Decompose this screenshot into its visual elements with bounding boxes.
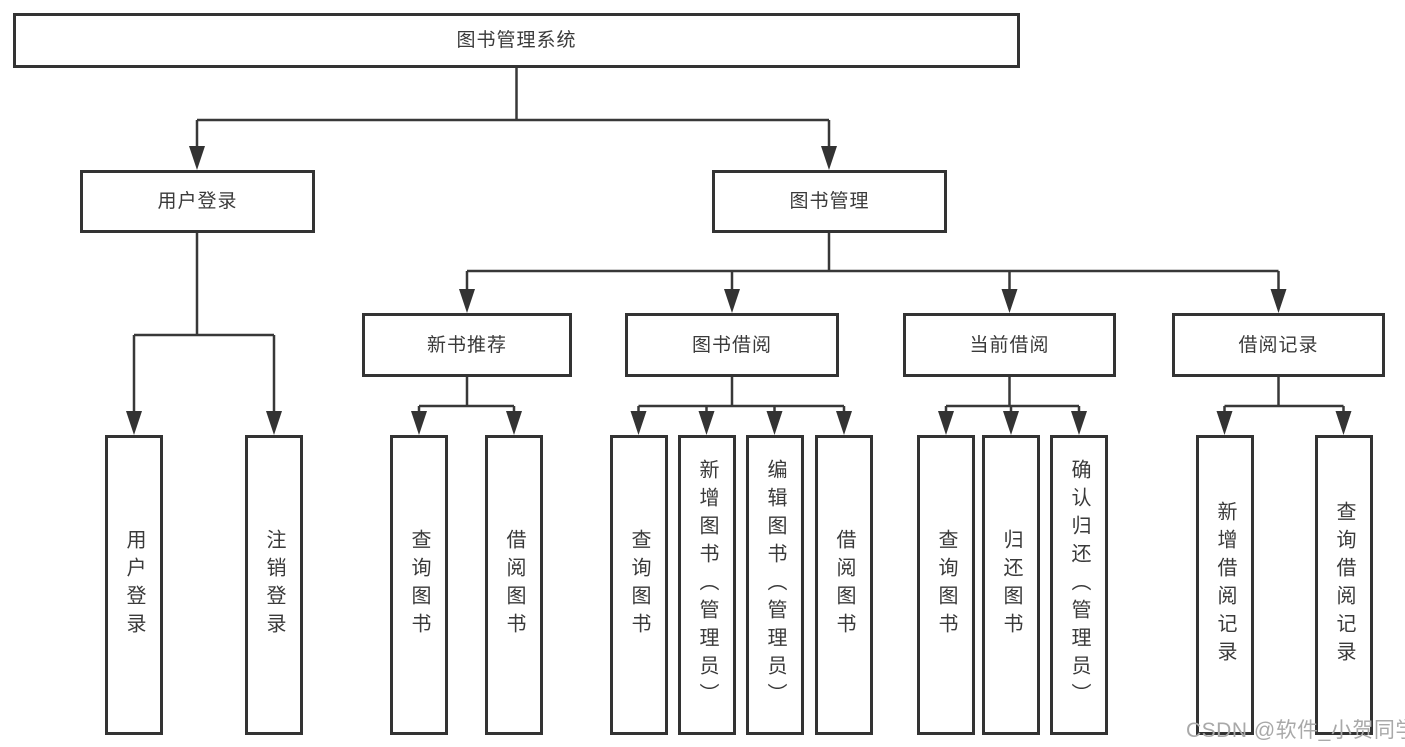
node-root-library-system: 图书管理系统 [13,13,1020,68]
connector-book-mgmt-children [459,233,1287,313]
arrowhead [411,411,522,435]
csdn-watermark: CSDN @软件_小贺同学 [1186,719,1405,742]
leaf-user-login: 用户登录 [105,435,163,735]
leaf-add-borrow-record: 新增借阅记录 [1196,435,1254,735]
leaf-add-books-admin: 新增图书（管理员） [678,435,736,735]
node-user-login: 用户登录 [80,170,315,233]
connector-root-to-level2 [189,68,837,170]
arrowhead [1216,411,1352,435]
leaf-logout: 注销登录 [245,435,303,735]
connector-current-borrow-children [938,377,1087,435]
node-book-management: 图书管理 [712,170,947,233]
leaf-return-books: 归还图书 [982,435,1040,735]
arrowhead [126,411,282,435]
leaf-current-query-books: 查询图书 [917,435,975,735]
arrowhead [459,289,1287,313]
arrowhead [938,411,1087,435]
leaf-borrow-books: 借阅图书 [815,435,873,735]
connector-borrow-record-children [1216,377,1352,435]
arrowhead [630,411,852,435]
node-new-book-recommend: 新书推荐 [362,313,572,377]
leaf-edit-books-admin: 编辑图书（管理员） [746,435,804,735]
leaf-borrow-query-books: 查询图书 [610,435,668,735]
connector-book-borrow-children [630,377,852,435]
leaf-newbook-borrow-books: 借阅图书 [485,435,543,735]
connector-user-login-children [126,233,282,435]
arrowhead [189,146,837,170]
node-current-borrow: 当前借阅 [903,313,1116,377]
leaf-confirm-return-admin: 确认归还（管理员） [1050,435,1108,735]
leaf-newbook-query-books: 查询图书 [390,435,448,735]
node-book-borrow: 图书借阅 [625,313,839,377]
node-borrow-record: 借阅记录 [1172,313,1385,377]
connector-new-book-children [411,377,522,435]
leaf-query-borrow-record: 查询借阅记录 [1315,435,1373,735]
